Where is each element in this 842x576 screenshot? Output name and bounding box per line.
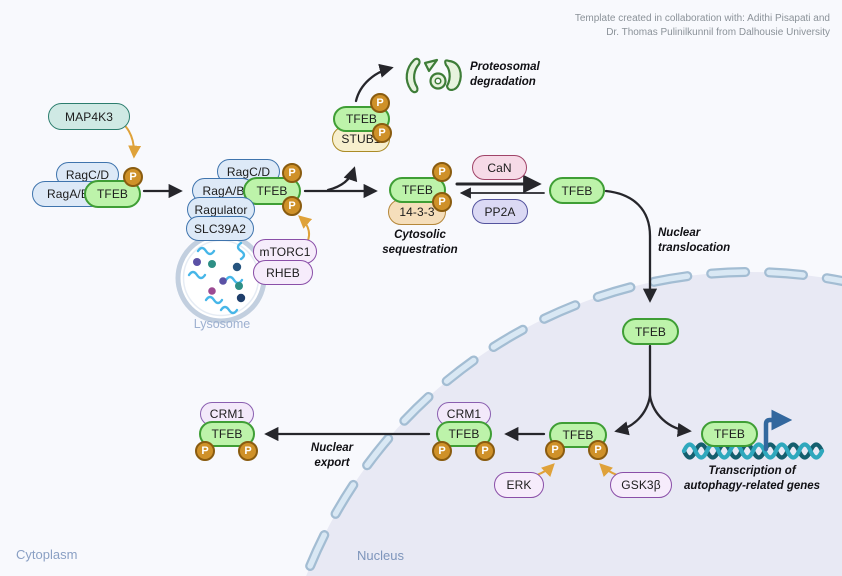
label-cytosolic-sequestration: Cytosolic sequestration <box>382 229 458 256</box>
label-lysosome: Lysosome <box>193 317 251 331</box>
label-nucleus: Nucleus <box>357 548 404 563</box>
phospho-badge: P <box>432 441 452 461</box>
nuclear-envelope <box>300 267 842 576</box>
label-proteosomal-degradation: Proteosomal degradation <box>470 61 540 88</box>
phospho-badge: P <box>588 440 608 460</box>
lysosome-icon <box>175 232 267 324</box>
node-rheb: RHEB <box>253 260 313 285</box>
phospho-badge: P <box>545 440 565 460</box>
label-nuclear-translocation: Nuclear translocation <box>658 227 731 254</box>
phospho-badge: P <box>370 93 390 113</box>
phospho-badge: P <box>195 441 215 461</box>
node-tfeb-nucleus: TFEB <box>622 318 679 345</box>
node-erk: ERK <box>494 472 544 498</box>
attribution-text: Template created in collaboration with: … <box>575 12 830 40</box>
arrow-nuclear-translocation <box>604 189 658 303</box>
arrow-erk-phospho <box>536 463 555 477</box>
phospho-badge: P <box>282 196 302 216</box>
pathway-arrows <box>142 63 692 442</box>
node-tfeb-dna: TFEB <box>701 421 758 447</box>
node-pp2a: PP2A <box>472 199 528 224</box>
node-slc39a2: SLC39A2 <box>186 216 254 241</box>
label-nuclear-export: Nuclear export <box>310 442 354 469</box>
phospho-badge: P <box>282 163 302 183</box>
transcription-start-arrow-icon <box>763 409 793 452</box>
node-can: CaN <box>472 155 527 180</box>
dna-helix <box>681 442 825 460</box>
phospho-badge: P <box>432 162 452 182</box>
attribution-line2: Dr. Thomas Pulinilkunnil from Dalhousie … <box>606 27 830 38</box>
proteasome-icon <box>405 57 462 94</box>
node-tfeb-phospho: TFEB <box>549 422 607 448</box>
label-cytoplasm: Cytoplasm <box>16 547 78 562</box>
phospho-badge: P <box>432 192 452 212</box>
attribution-line1: Template created in collaboration with: … <box>574 13 830 24</box>
arrow-fork-left <box>614 394 652 436</box>
node-tfeb-free: TFEB <box>549 177 605 204</box>
lysosome-cargo-dots <box>193 258 246 303</box>
node-gsk3b: GSK3β <box>610 472 672 498</box>
phospho-badge: P <box>123 167 143 187</box>
phospho-badge: P <box>238 441 258 461</box>
label-transcription: Transcription of autophagy-related genes <box>683 465 821 492</box>
phospho-badge: P <box>475 441 495 461</box>
arrow-fork-right <box>648 394 692 438</box>
node-mtorc1: mTORC1 <box>253 239 317 264</box>
arrow-to-proteasome <box>354 63 394 103</box>
phospho-badge: P <box>372 123 392 143</box>
arrow-branch-to-stub1 <box>326 166 358 192</box>
node-map4k3: MAP4K3 <box>48 103 130 130</box>
